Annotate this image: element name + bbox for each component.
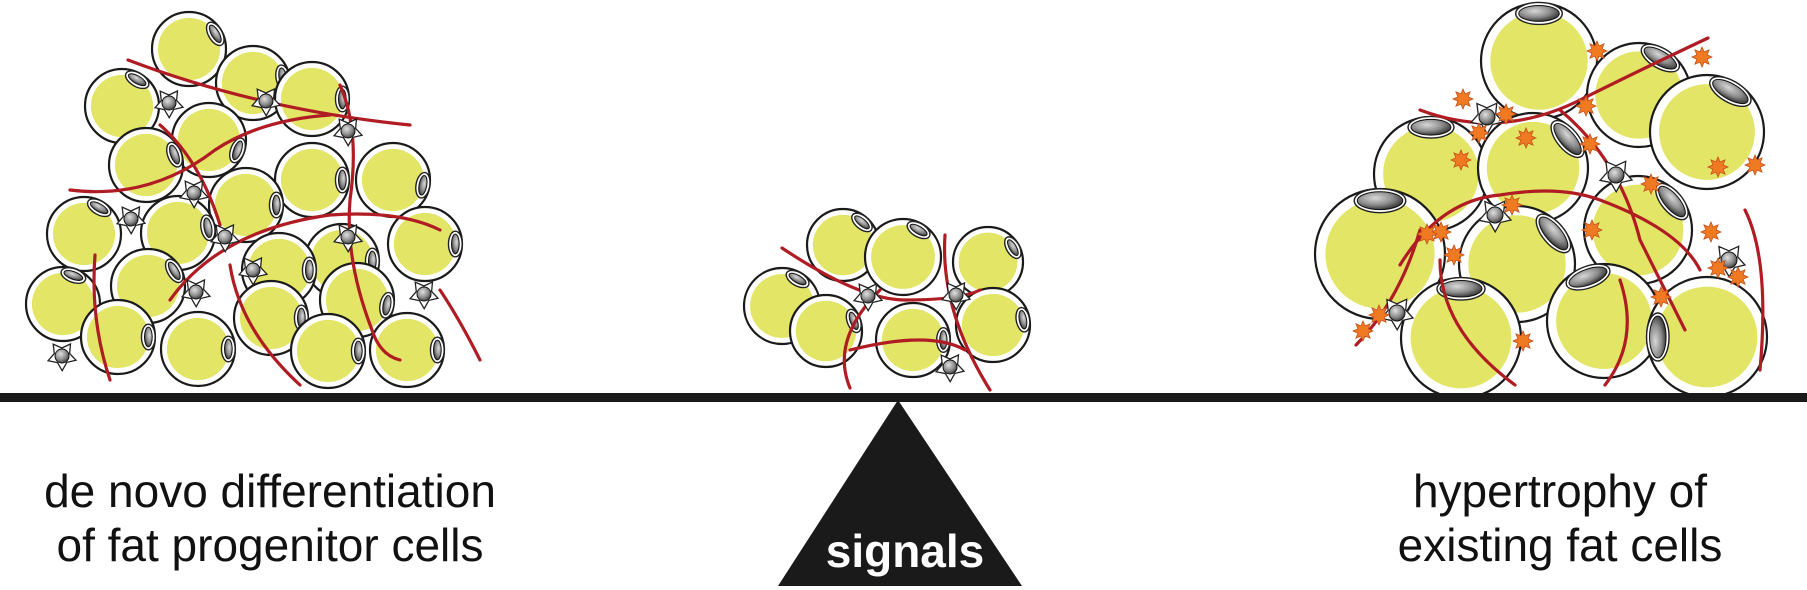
inflammatory-burst-icon [1449, 148, 1473, 172]
blood-vessel-icon [168, 212, 442, 302]
progenitor-cell-icon [852, 282, 884, 313]
inflammatory-burst-icon [1451, 87, 1475, 111]
inflammatory-burst-icon [1511, 329, 1535, 353]
adipocyte-icon [289, 312, 367, 390]
blood-vessel-icon [1743, 208, 1765, 372]
blood-vessel-icon [158, 123, 222, 227]
inflammatory-burst-icon [1574, 94, 1598, 118]
adipocyte-icon [273, 60, 351, 138]
adipocyte-icon [1399, 276, 1523, 400]
inflammatory-burst-icon [1514, 126, 1538, 150]
adipocyte-icon [863, 217, 943, 297]
adipocyte-icon [805, 207, 881, 283]
progenitor-cell-icon [46, 342, 78, 373]
blood-vessel-icon [1438, 258, 1517, 387]
progenitor-cell-icon [332, 223, 364, 254]
middle-cluster [742, 207, 1032, 392]
inflammatory-burst-icon [1726, 265, 1750, 289]
adipocyte-icon [354, 141, 432, 219]
progenitor-cell-icon [1469, 102, 1505, 136]
blood-vessel-icon [848, 338, 967, 352]
adipocyte-icon [83, 67, 161, 145]
inflammatory-burst-icon [1580, 218, 1604, 242]
seesaw-beam [0, 393, 1807, 402]
adipocyte-icon [386, 205, 464, 283]
adipocyte-icon [1648, 73, 1766, 191]
blood-vessel-icon [92, 253, 112, 382]
inflammatory-burst-icon [1699, 220, 1723, 244]
inflammatory-burst-icon [1706, 155, 1730, 179]
inflammatory-burst-icon [1442, 243, 1466, 267]
right-caption-line-1: hypertrophy of [1412, 465, 1708, 517]
left-caption: de novo differentiation of fat progenito… [20, 464, 520, 572]
blood-vessel-icon [942, 233, 992, 392]
progenitor-cell-icon [1379, 298, 1415, 332]
adipocyte-icon [954, 286, 1032, 364]
inflammatory-burst-icon [1743, 153, 1767, 177]
adipocyte-icon [207, 166, 285, 244]
progenitor-cell-icon [209, 223, 241, 254]
adipocyte-icon [1545, 262, 1663, 380]
inflammatory-burst-icon [1649, 285, 1673, 309]
inflammatory-burst-icon [1494, 102, 1518, 126]
right-caption-line-2: existing fat cells [1397, 519, 1723, 571]
left-cluster [24, 10, 482, 390]
adipocyte-icon [45, 195, 123, 273]
blood-vessel-icon [68, 113, 332, 194]
inflammatory-burst-icon [1585, 39, 1609, 63]
adipocyte-icon [1313, 187, 1447, 321]
left-caption-line-1: de novo differentiation [44, 465, 496, 517]
progenitor-cell-icon [408, 280, 440, 311]
right-caption: hypertrophy of existing fat cells [1355, 464, 1765, 572]
progenitor-cell-icon [250, 87, 282, 118]
fulcrum-label: signals [825, 525, 985, 577]
inflammatory-burst-icon [1639, 172, 1663, 196]
progenitor-cell-icon [237, 256, 269, 287]
adipocyte-icon [788, 293, 864, 369]
progenitor-cell-icon [1598, 160, 1634, 194]
inflammatory-burst-icon [1351, 319, 1375, 343]
adipocyte-icon [79, 298, 157, 376]
adipocyte-icon [368, 311, 446, 389]
blood-vessel-icon [1603, 278, 1629, 387]
inflammatory-burst-icon [1467, 121, 1491, 145]
adipocyte-icon [159, 310, 237, 388]
inflammatory-burst-icon [1690, 45, 1714, 69]
inflammatory-burst-icon [1415, 222, 1439, 246]
adipocyte-icon [273, 141, 351, 219]
progenitor-cell-icon [940, 281, 972, 312]
progenitor-cell-icon [115, 205, 147, 236]
adipocyte-icon [150, 10, 228, 88]
progenitor-cell-icon [934, 353, 966, 384]
adipocyte-icon [1645, 275, 1769, 399]
inflammatory-burst-icon [1578, 132, 1602, 156]
fulcrum-triangle [778, 400, 1022, 586]
blood-vessel-icon [438, 288, 482, 362]
inflammatory-burst-icon [1500, 193, 1524, 217]
adipocyte-icon [24, 265, 102, 343]
inflammatory-burst-icon [1367, 303, 1391, 327]
blood-vessel-icon [1398, 189, 1702, 272]
blood-vessel-icon [228, 263, 302, 387]
progenitor-cell-icon [153, 89, 185, 120]
adipocyte-icon [951, 225, 1025, 299]
left-caption-line-2: of fat progenitor cells [56, 519, 484, 571]
progenitor-cell-icon [332, 117, 364, 148]
progenitor-cell-icon [178, 179, 210, 210]
inflammatory-burst-icon [1706, 256, 1730, 280]
progenitor-cell-icon [180, 278, 212, 309]
right-cluster [1313, 1, 1769, 400]
inflammatory-burst-icon [1429, 220, 1453, 244]
